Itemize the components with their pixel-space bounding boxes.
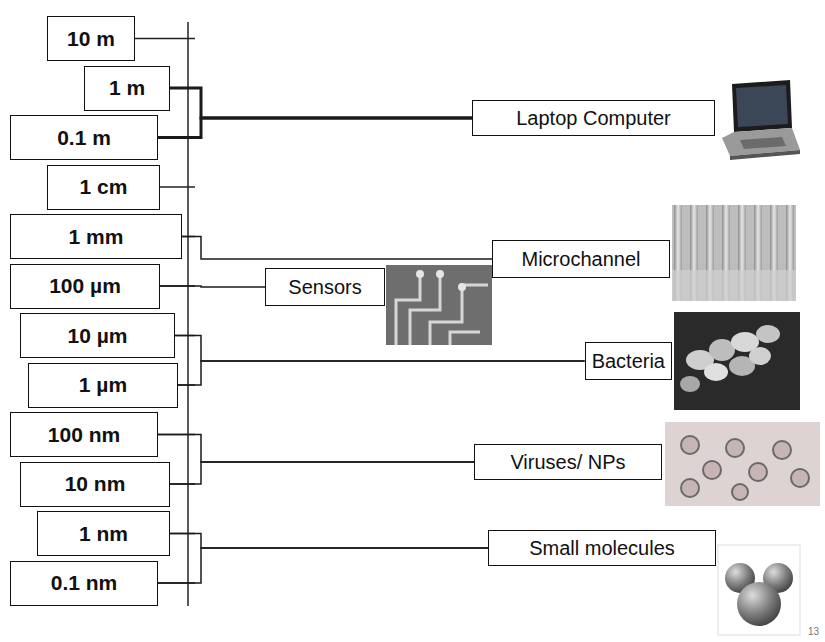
molecule-picture	[718, 545, 800, 635]
scale-value: 10 nm	[65, 472, 126, 495]
scale-box: 0.1 m	[10, 115, 158, 160]
connector-line	[170, 88, 472, 118]
category-name: Sensors	[288, 276, 361, 298]
scale-value: 0.1 m	[57, 126, 111, 149]
scale-box: 10 m	[47, 16, 135, 61]
scale-box: 100 µm	[10, 264, 160, 309]
scale-value: 0.1 nm	[51, 571, 118, 594]
connector-line	[178, 361, 585, 385]
microchannel-picture	[672, 205, 796, 301]
category-name: Bacteria	[592, 350, 665, 372]
scale-value: 10 m	[67, 27, 115, 50]
tick-line	[160, 186, 195, 188]
page-number: 13	[808, 626, 819, 637]
scale-box: 0.1 nm	[10, 561, 158, 606]
scale-value: 1 mm	[69, 225, 124, 248]
category-name: Small molecules	[529, 537, 675, 559]
virus-picture	[665, 422, 820, 506]
category-box: Microchannel	[492, 240, 670, 278]
category-box: Viruses/ NPs	[474, 444, 662, 480]
category-box: Sensors	[265, 268, 385, 306]
scale-box: 1 mm	[10, 214, 182, 259]
scale-box: 100 nm	[10, 412, 158, 457]
category-box: Small molecules	[488, 530, 716, 566]
scale-box: 10 µm	[20, 313, 175, 358]
category-box: Bacteria	[585, 342, 672, 380]
tick-line	[135, 38, 195, 40]
category-name: Viruses/ NPs	[510, 451, 625, 473]
bacteria-picture	[674, 312, 800, 410]
connector-line	[182, 237, 492, 260]
connector-line	[158, 435, 474, 463]
scale-value: 1 µm	[79, 373, 127, 396]
scale-value: 10 µm	[68, 324, 128, 347]
scale-value: 100 nm	[48, 423, 120, 446]
connector-line	[158, 118, 472, 138]
scale-box: 1 nm	[37, 511, 170, 556]
scale-box: 1 µm	[28, 363, 178, 408]
connector-line	[158, 548, 488, 583]
sensor-picture	[386, 265, 492, 345]
scale-axis	[187, 22, 189, 606]
laptop-picture	[722, 80, 800, 160]
connector-line	[170, 462, 474, 484]
category-box: Laptop Computer	[472, 100, 715, 136]
scale-value: 100 µm	[49, 274, 121, 297]
connector-line	[160, 286, 265, 287]
category-name: Laptop Computer	[516, 107, 671, 129]
category-name: Microchannel	[522, 248, 641, 270]
scale-value: 1 nm	[79, 522, 128, 545]
connector-line	[170, 534, 488, 549]
connector-line	[175, 336, 585, 362]
scale-box: 1 m	[84, 66, 170, 111]
scale-value: 1 cm	[80, 175, 128, 198]
scale-box: 1 cm	[47, 165, 160, 210]
scale-value: 1 m	[109, 76, 145, 99]
scale-box: 10 nm	[20, 462, 170, 507]
